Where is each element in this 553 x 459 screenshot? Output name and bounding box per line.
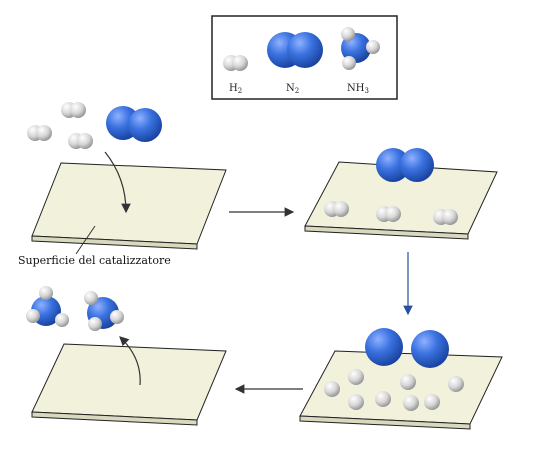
nh3-molecule [84,291,124,331]
h-atom [348,394,364,410]
catalyst-plate-4 [31,343,227,426]
panel-2-adsorption [304,148,498,240]
h-atom [424,394,440,410]
h-atom [324,381,340,397]
h-atom [448,376,464,392]
n2-adsorbed [376,148,434,182]
h-atom [403,395,419,411]
legend-box: H2 N2 NH3 [211,15,398,100]
legend-n2-molecule [267,32,323,68]
h2-adsorbed [324,201,349,217]
h2-molecule [68,133,93,149]
legend-h2-label: H2 [229,83,242,95]
surface-label-leader [75,225,96,255]
approach-arrow [104,151,131,214]
legend-nh3-label: NH3 [347,83,369,95]
surface-label: Superficie del catalizzatore [18,254,171,267]
nh3-molecule [26,286,69,327]
legend-h2-molecule [223,55,248,71]
n-atom [365,328,403,366]
h2-adsorbed [433,209,458,225]
desorption-arrow [119,336,141,386]
h-atom [400,374,416,390]
h2-molecule [61,102,86,118]
legend-n2-label: N2 [286,83,299,95]
h2-molecule [27,125,52,141]
panel-3-dissociation [299,328,503,430]
n2-molecule [106,106,162,142]
h-atom [348,369,364,385]
legend-nh3-molecule [341,27,380,70]
panel-4-desorption [26,286,227,426]
catalyst-plate-1 [31,162,227,250]
n-atom [411,330,449,368]
panel-1-approach: Superficie del catalizzatore [18,102,227,267]
h-atom [375,391,391,407]
h2-adsorbed [376,206,401,222]
